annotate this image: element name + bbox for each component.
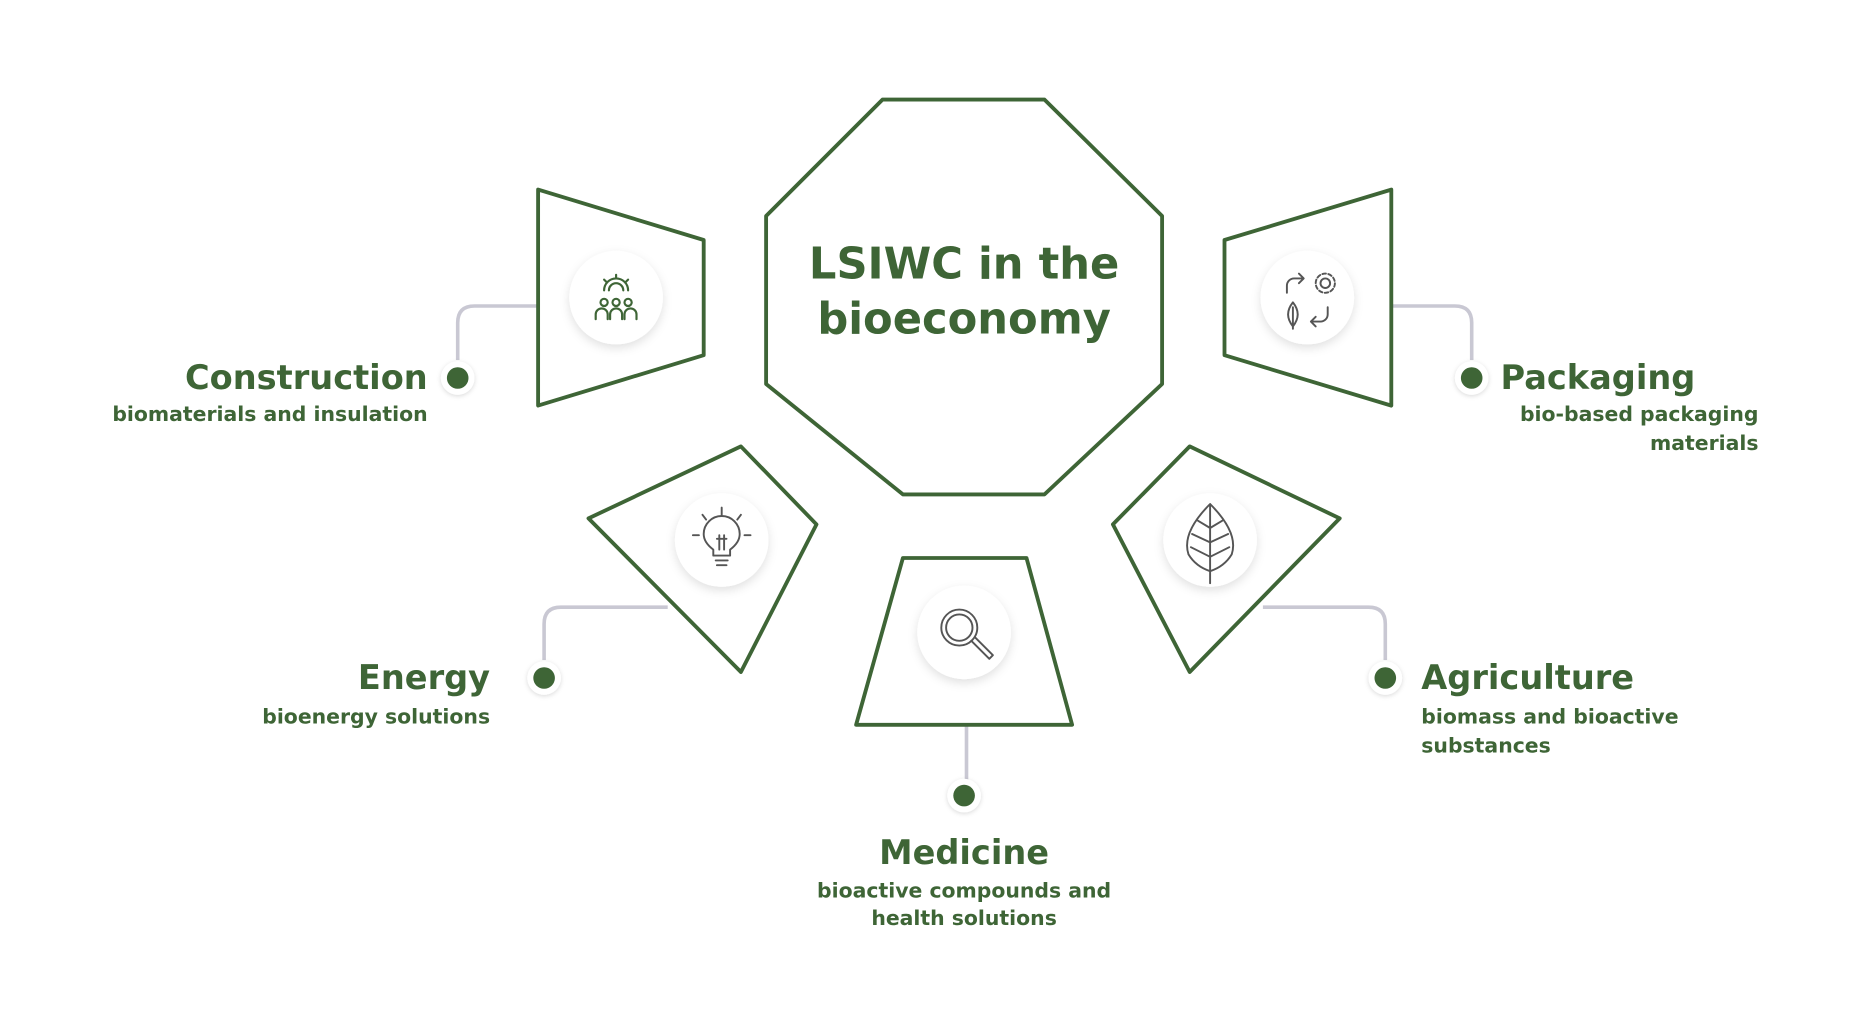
connector-agriculture <box>1262 605 1388 660</box>
agriculture-dot <box>1368 661 1403 695</box>
leaf-icon <box>1163 493 1257 587</box>
packaging-title: Packaging <box>1501 358 1696 397</box>
energy-dot <box>527 661 561 695</box>
connector-packaging <box>1391 304 1474 360</box>
people-gear-icon <box>569 250 663 345</box>
connector-construction <box>455 304 539 360</box>
agriculture-desc-line2: substances <box>1421 733 1550 757</box>
packaging-desc-line1: bio-based packaging <box>1520 402 1759 426</box>
construction-dot <box>440 361 475 395</box>
central-octagon <box>764 97 1165 497</box>
agriculture-desc-line1: biomass and bioactive <box>1421 705 1678 729</box>
packaging-desc-line2: materials <box>1650 431 1759 455</box>
energy-title: Energy <box>358 658 490 697</box>
medicine-desc-line2: health solutions <box>871 906 1057 930</box>
packaging-dot <box>1454 361 1489 395</box>
agriculture-title: Agriculture <box>1421 658 1634 697</box>
magnifier-icon <box>917 585 1011 680</box>
medicine-title: Medicine <box>879 833 1049 872</box>
construction-desc: biomaterials and insulation <box>112 402 427 426</box>
central-title-line2: bioeconomy <box>817 295 1111 345</box>
medicine-desc-line1: bioactive compounds and <box>817 879 1111 903</box>
lightbulb-icon <box>674 493 769 587</box>
construction-title: Construction <box>185 358 428 397</box>
recycle-process-icon <box>1260 250 1355 345</box>
connector-energy <box>542 605 668 660</box>
central-title-line1: LSIWC in the <box>809 239 1119 289</box>
medicine-dot <box>947 778 981 813</box>
energy-desc: bioenergy solutions <box>262 705 490 729</box>
